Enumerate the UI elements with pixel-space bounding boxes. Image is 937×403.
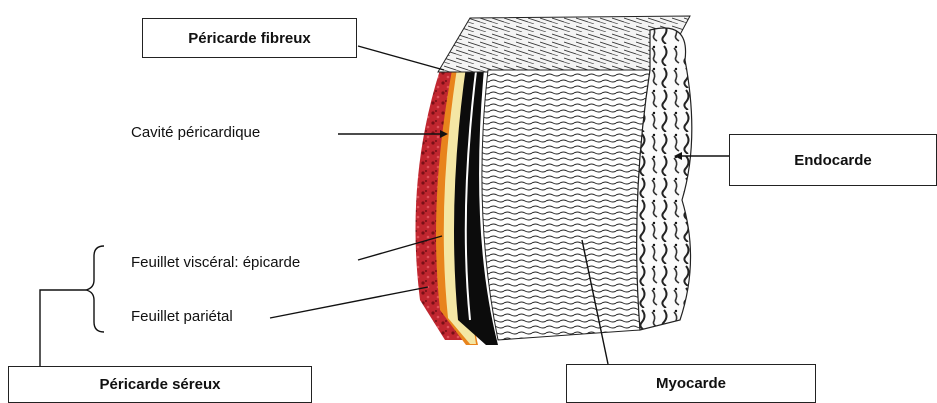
leader-feuillet-parietal (270, 287, 428, 318)
myocarde-label: Myocarde (656, 375, 726, 392)
myocardium-shape (482, 70, 650, 340)
endocarde-label: Endocarde (794, 152, 872, 169)
pericarde-fibreux-box: Péricarde fibreux (142, 18, 357, 58)
pericarde-sereux-box: Péricarde séreux (8, 366, 312, 403)
myocarde-box: Myocarde (566, 364, 816, 403)
feuillet-parietal-label: Feuillet pariétal (131, 308, 233, 325)
feuillet-visceral-label: Feuillet viscéral: épicarde (131, 254, 300, 271)
cavite-pericardique-label: Cavité péricardique (131, 124, 260, 141)
leader-pericarde-fibreux (358, 46, 444, 70)
pericarde-fibreux-label: Péricarde fibreux (188, 30, 311, 47)
bracket-line (40, 290, 86, 366)
endocarde-box: Endocarde (729, 134, 937, 186)
brace-icon (86, 246, 104, 332)
pericarde-sereux-label: Péricarde séreux (100, 376, 221, 393)
